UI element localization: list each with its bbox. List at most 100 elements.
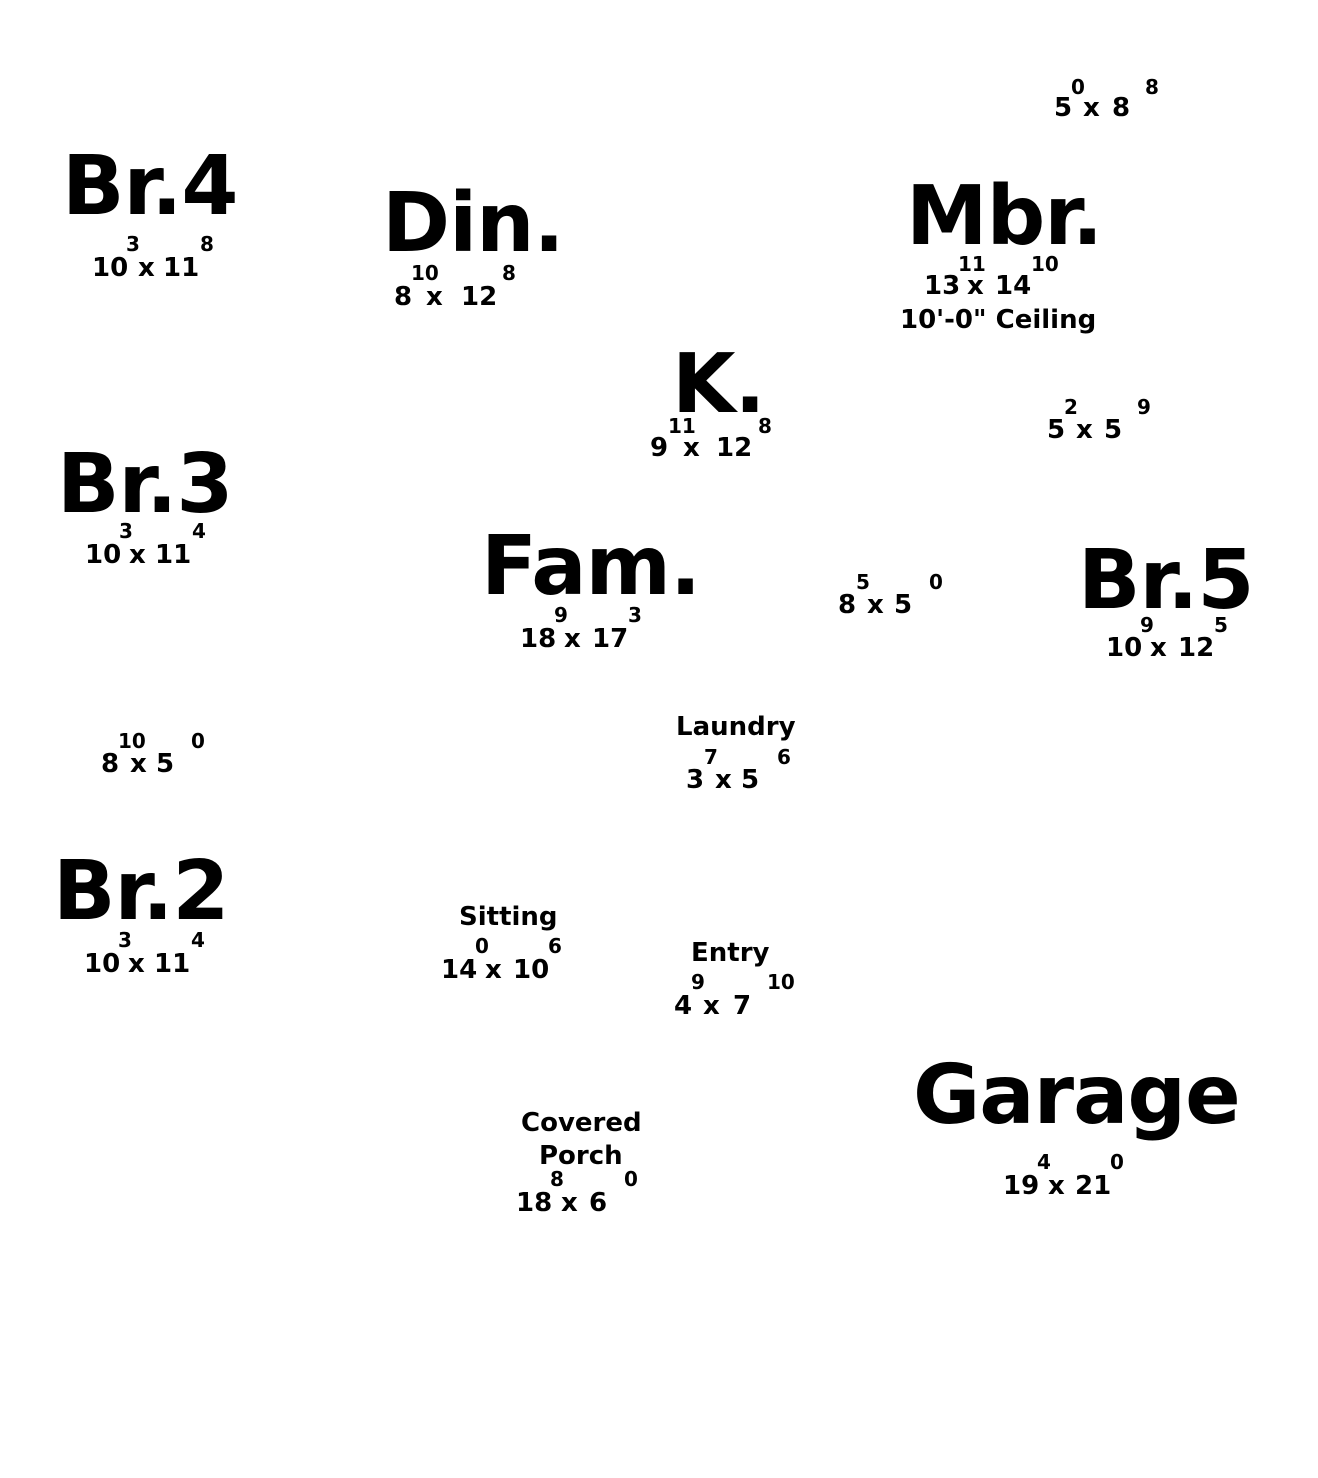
dim-a: 10 (1106, 633, 1143, 663)
dim-x: x (1076, 415, 1093, 445)
room-name: Br.3 (57, 437, 233, 532)
dim-a-inches: 4 (1037, 1150, 1051, 1174)
room-name: Garage (913, 1048, 1241, 1143)
dim-b-inches: 8 (1145, 75, 1159, 99)
room-name: Din. (382, 176, 565, 271)
dim-a: 18 (516, 1188, 553, 1218)
dim-b: 11 (163, 253, 200, 283)
room-name: K. (672, 337, 766, 432)
dim-a-inches: 10 (118, 729, 146, 753)
dim-x: x (138, 253, 155, 283)
dim-a: 8 (394, 282, 413, 312)
dim-a: 10 (92, 253, 129, 283)
dim-a-inches: 5 (856, 570, 870, 594)
dim-b-inches: 6 (548, 934, 562, 958)
dim-b: 11 (154, 949, 191, 979)
room-name: Laundry (676, 712, 796, 742)
dim-b-inches: 10 (1031, 252, 1059, 276)
dim-x: x (1083, 93, 1100, 123)
dim-x: x (485, 955, 502, 985)
dim-a: 5 (1047, 415, 1066, 445)
dim-b: 8 (1112, 93, 1131, 123)
dim-b-inches: 4 (191, 928, 205, 952)
dim-x: x (128, 949, 145, 979)
dim-a: 18 (520, 624, 557, 654)
dim-b-inches: 0 (1110, 1150, 1124, 1174)
room-name: Mbr. (906, 169, 1103, 264)
dim-b: 6 (589, 1188, 608, 1218)
dim-a-inches: 3 (126, 232, 140, 256)
dim-a-inches: 0 (475, 934, 489, 958)
dim-b-inches: 0 (624, 1167, 638, 1191)
dim-b-inches: 0 (191, 729, 205, 753)
dim-a: 8 (101, 749, 120, 779)
room-name: Entry (691, 938, 770, 968)
room-name: Br.2 (53, 844, 229, 939)
room-name-line1: Covered (521, 1108, 642, 1138)
dim-b: 5 (1104, 415, 1123, 445)
dim-a: 3 (686, 765, 705, 795)
room-name: Br.4 (62, 139, 238, 234)
dim-b-inches: 6 (777, 745, 791, 769)
room-name: Sitting (459, 902, 558, 932)
dim-b: 14 (995, 271, 1032, 301)
dim-x: x (967, 271, 984, 301)
dim-x: x (1048, 1171, 1065, 1201)
dim-b-inches: 8 (502, 261, 516, 285)
dim-b-inches: 8 (200, 232, 214, 256)
dim-a-inches: 10 (411, 261, 439, 285)
dim-x: x (1150, 633, 1167, 663)
dim-b: 12 (461, 282, 498, 312)
dim-a-inches: 11 (668, 414, 696, 438)
dim-a-inches: 3 (119, 519, 133, 543)
dim-b: 17 (592, 624, 629, 654)
dim-a: 10 (85, 540, 122, 570)
dim-b: 5 (894, 590, 913, 620)
dim-a: 4 (674, 991, 693, 1021)
dim-a: 13 (924, 271, 961, 301)
dim-b-inches: 0 (929, 570, 943, 594)
dim-x: x (130, 749, 147, 779)
dim-a-inches: 3 (118, 928, 132, 952)
dim-x: x (867, 590, 884, 620)
room-name-line2: Porch (539, 1141, 623, 1171)
dim-x: x (426, 282, 443, 312)
dim-x: x (683, 433, 700, 463)
dim-b: 12 (716, 433, 753, 463)
dim-b-inches: 4 (192, 519, 206, 543)
dim-a-inches: 9 (1140, 613, 1154, 637)
dim-a-inches: 2 (1064, 395, 1078, 419)
dim-a-inches: 0 (1071, 75, 1085, 99)
dim-b: 7 (733, 991, 752, 1021)
dim-x: x (561, 1188, 578, 1218)
dim-a: 14 (441, 955, 478, 985)
dim-a: 10 (84, 949, 121, 979)
dim-b-inches: 9 (1137, 395, 1151, 419)
dim-x: x (129, 540, 146, 570)
dim-a-inches: 7 (704, 745, 718, 769)
dim-b: 5 (741, 765, 760, 795)
room-name: Fam. (481, 519, 701, 614)
dim-a: 5 (1054, 93, 1073, 123)
dim-a: 9 (650, 433, 669, 463)
dim-b-inches: 8 (758, 414, 772, 438)
dim-b-inches: 10 (767, 970, 795, 994)
dim-b: 11 (155, 540, 192, 570)
dim-a: 19 (1003, 1171, 1040, 1201)
dim-b: 12 (1178, 633, 1215, 663)
dim-a-inches: 9 (691, 970, 705, 994)
dim-b-inches: 5 (1214, 613, 1228, 637)
dim-a: 8 (838, 590, 857, 620)
dim-x: x (564, 624, 581, 654)
dim-a-inches: 9 (554, 603, 568, 627)
dim-b: 10 (513, 955, 550, 985)
dim-a-inches: 11 (958, 252, 986, 276)
dim-b-inches: 3 (628, 603, 642, 627)
dim-a-inches: 8 (550, 1167, 564, 1191)
dim-x: x (703, 991, 720, 1021)
dim-x: x (715, 765, 732, 795)
ceiling-note: 10'-0" Ceiling (900, 305, 1097, 335)
room-name: Br.5 (1078, 533, 1254, 628)
dim-b: 21 (1075, 1171, 1112, 1201)
dim-b: 5 (156, 749, 175, 779)
